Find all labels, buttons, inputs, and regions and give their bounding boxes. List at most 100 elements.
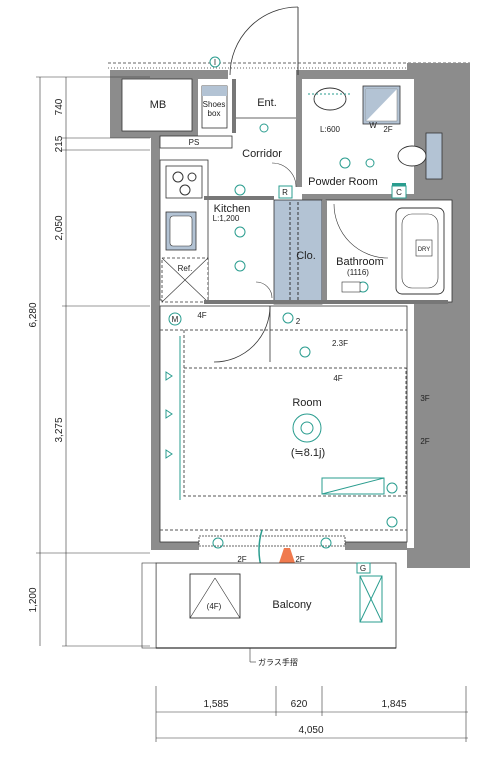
marker-g: G: [360, 564, 366, 573]
mb-room: [121, 78, 193, 132]
closet-door[interactable]: [255, 281, 273, 299]
marker-m-label: M: [172, 315, 179, 324]
partition-wall: [296, 79, 302, 187]
ref-cross: [161, 257, 209, 303]
marker-r: R: [282, 188, 288, 197]
washer-shade: [366, 89, 397, 121]
vent-icon: [320, 537, 332, 549]
heater-cross: [359, 575, 383, 623]
interior-wall: [204, 300, 448, 304]
room-door[interactable]: [213, 305, 271, 363]
outlet-icon: [386, 516, 398, 528]
shoes-box-shade: [202, 86, 227, 96]
sensor-mark: I: [214, 58, 216, 67]
dim-v-2050: 2,050: [54, 215, 65, 240]
balcony-side: [141, 562, 157, 649]
light-icon: [234, 260, 246, 272]
light-icon: [259, 123, 269, 133]
balcony-label: Balcony: [272, 599, 312, 611]
dim-v-3275: 3,275: [54, 417, 65, 442]
corridor-label: Corridor: [242, 148, 282, 160]
powder-room-label: Powder Room: [308, 176, 378, 188]
ps-shaft: [159, 135, 233, 149]
evac-line: [189, 577, 216, 619]
sink[interactable]: [313, 87, 347, 111]
top-wall: [296, 70, 408, 79]
burner-icon: [179, 184, 191, 196]
room-size: (≒8.1j): [291, 447, 325, 459]
evac-line: [214, 577, 241, 619]
marker-m: [168, 312, 182, 326]
dry-label: DRY: [418, 247, 431, 253]
burner-icon: [172, 171, 184, 183]
toilet[interactable]: [397, 145, 427, 167]
dim-v-740: 740: [54, 98, 65, 115]
room-area: [159, 305, 408, 543]
marker-c-box: [391, 185, 407, 199]
ac-outlet: [386, 482, 398, 494]
dim-h-620: 620: [291, 699, 308, 710]
right-wall: [407, 63, 470, 568]
interior-wall: [204, 196, 274, 200]
kitchen-sink-basin: [169, 215, 193, 247]
ref-label: Ref.: [178, 264, 193, 273]
bottom-wall: [151, 541, 199, 550]
bottom-wall: [345, 541, 407, 550]
outlet-icon: [165, 371, 173, 381]
sink-width: L:600: [320, 125, 341, 134]
dim-h-1585: 1,585: [203, 699, 228, 710]
floor-2-label: 2: [296, 317, 301, 326]
mb-label: MB: [150, 99, 167, 111]
glass-rail-label: ガラス手摺: [258, 657, 298, 667]
washer-floor: 2F: [383, 125, 392, 134]
washer-label: W: [369, 121, 377, 130]
light-icon: [339, 157, 351, 169]
light-icon: [234, 226, 246, 238]
bath-wall: [322, 200, 327, 302]
floor-3f-label: 3F: [420, 394, 429, 403]
toilet-tank: [425, 132, 443, 180]
outlet-icon: [165, 409, 173, 419]
drain-icon: [341, 281, 361, 293]
kitchen-size: L:1,200: [213, 214, 240, 223]
ac-louver: [321, 477, 385, 495]
airflow-warm: [278, 548, 296, 566]
marker-g-box: [356, 562, 371, 574]
corridor-door[interactable]: [271, 162, 297, 188]
floor-2f-win-l: 2F: [237, 555, 246, 564]
dim-h-1845: 1,845: [381, 699, 406, 710]
partition-wall: [232, 79, 236, 133]
entrance-door[interactable]: [229, 6, 299, 76]
dim-v-215: 215: [54, 135, 65, 152]
light-icon: [300, 421, 314, 435]
light-icon: [234, 184, 246, 196]
bathroom-door[interactable]: [333, 203, 389, 259]
room-label: Room: [292, 397, 321, 409]
window-sash[interactable]: [198, 535, 346, 547]
outlet-icon: [282, 312, 294, 324]
bathroom-label: Bathroom: [336, 256, 384, 268]
floor-2f-win-r: 2F: [295, 555, 304, 564]
dry-panel: [415, 239, 433, 257]
marker-c: C: [396, 188, 402, 197]
vent-icon: [212, 537, 224, 549]
marker-r-box: [278, 185, 293, 199]
dim-h-total: 4,050: [298, 725, 323, 736]
bathroom-size: (1116): [347, 268, 369, 277]
burner-icon: [187, 172, 197, 182]
evac-label: (4F): [207, 602, 222, 611]
ps-label: PS: [189, 138, 200, 147]
shoes-label-2: box: [208, 109, 221, 118]
floor-4f-label: 4F: [197, 311, 206, 320]
powder-lower-wall: [302, 194, 414, 200]
dim-v-1200: 1,200: [28, 587, 39, 612]
evac-hatch[interactable]: [189, 573, 241, 619]
light-icon: [299, 346, 311, 358]
stove[interactable]: [165, 165, 203, 199]
closet-label: Clo.: [296, 250, 316, 262]
sensor-icon: [209, 56, 221, 68]
floor-23-label: 2.3F: [332, 339, 348, 348]
light-icon: [292, 413, 322, 443]
dim-v-total: 6,280: [28, 302, 39, 327]
